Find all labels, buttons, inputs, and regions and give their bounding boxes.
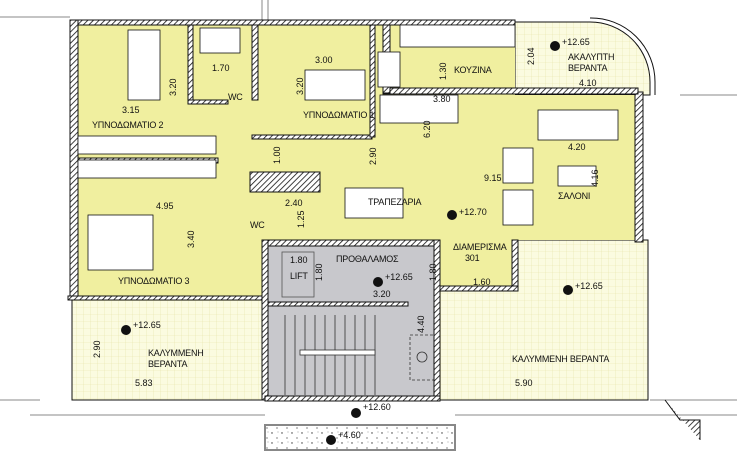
dimension: 3.15	[122, 105, 140, 115]
dimension: 1.25	[296, 210, 306, 228]
dimension: 5.83	[135, 378, 153, 388]
dimension: 1.80	[314, 263, 324, 281]
level-mark: +12.60	[363, 402, 391, 412]
room-label-wc: WC	[228, 92, 243, 102]
dimension: 2.90	[368, 147, 378, 165]
dimension: 4.10	[579, 78, 597, 88]
dimension: 1.70	[212, 63, 230, 73]
dimension: 3.20	[168, 78, 178, 96]
dimension: 4.20	[568, 142, 586, 152]
dimension: 2.90	[92, 340, 102, 358]
room-label-open-veranda-2: ΒΕΡΑΝΤΑ	[568, 63, 608, 73]
dimension: 9.15	[484, 173, 502, 183]
room-label-dining: ΤΡΑΠΕΖΑΡΙΑ	[368, 197, 422, 207]
entrance-step	[264, 424, 456, 451]
covered-veranda-left	[71, 297, 269, 401]
open-veranda	[514, 21, 651, 96]
room-label-bedroom-2: ΥΠΝΟΔΩΜΑΤΙΟ 2	[92, 120, 164, 130]
dimension: 1.60	[473, 277, 491, 287]
dimension: 5.90	[515, 378, 533, 388]
dimension: 1.00	[272, 146, 282, 164]
room-label-bedroom-1: ΥΠΝΟΔΩΜΑΤΙΟ 1	[303, 110, 375, 120]
level-mark: +12.65	[575, 281, 603, 291]
walls	[67, 19, 644, 402]
dimension: 3.20	[295, 77, 305, 95]
apartment-number: 301	[465, 253, 480, 263]
level-mark: +12.70	[459, 207, 487, 217]
dimension: 2.40	[285, 198, 303, 208]
apartment-label: ΔΙΑΜΕΡΙΣΜΑ	[453, 242, 507, 252]
dimension: 3.00	[315, 55, 333, 65]
room-label-lift: LIFT	[290, 271, 308, 281]
room-label-open-veranda: ΑΚΑΛΥΠΤΗ	[568, 52, 615, 62]
furniture	[77, 24, 619, 271]
dimension: 1.80	[290, 255, 308, 265]
dimension: 1.30	[438, 62, 448, 80]
level-mark: +4.60	[338, 430, 361, 440]
dimension: 2.04	[526, 47, 536, 65]
room-label-kitchen: ΚΟΥΖΙΝΑ	[454, 65, 492, 75]
room-label-living: ΣΑΛΟΝΙ	[558, 191, 591, 201]
dimension: 4.95	[156, 201, 174, 211]
room-label-lobby: ΠΡΟΘΑΛΑΜΟΣ	[336, 254, 399, 264]
level-markers	[121, 41, 573, 445]
dimension: 3.80	[433, 94, 451, 104]
stair-steps	[281, 251, 436, 395]
dimension: 3.20	[373, 289, 391, 299]
dimension: 6.20	[422, 120, 432, 138]
dimension: 1.80	[428, 263, 438, 281]
room-label-covered-veranda-left-2: ΒΕΡΑΝΤΑ	[148, 359, 188, 369]
dimension: 3.40	[186, 230, 196, 248]
dimension: 4.40	[416, 315, 426, 333]
level-mark: +12.65	[385, 272, 413, 282]
room-label-bedroom-3: ΥΠΝΟΔΩΜΑΤΙΟ 3	[118, 276, 190, 286]
room-label-covered-veranda-right: ΚΑΛΥΜΜΕΝΗ ΒΕΡΑΝΤΑ	[512, 354, 610, 364]
lobby	[268, 240, 440, 305]
dimension: 4.16	[590, 169, 600, 187]
level-mark: +12.65	[133, 320, 161, 330]
room-label-covered-veranda-left: ΚΑΛΥΜΜΕΝΗ	[148, 348, 204, 358]
level-mark: +12.65	[562, 37, 590, 47]
room-label-wc: WC	[250, 220, 265, 230]
